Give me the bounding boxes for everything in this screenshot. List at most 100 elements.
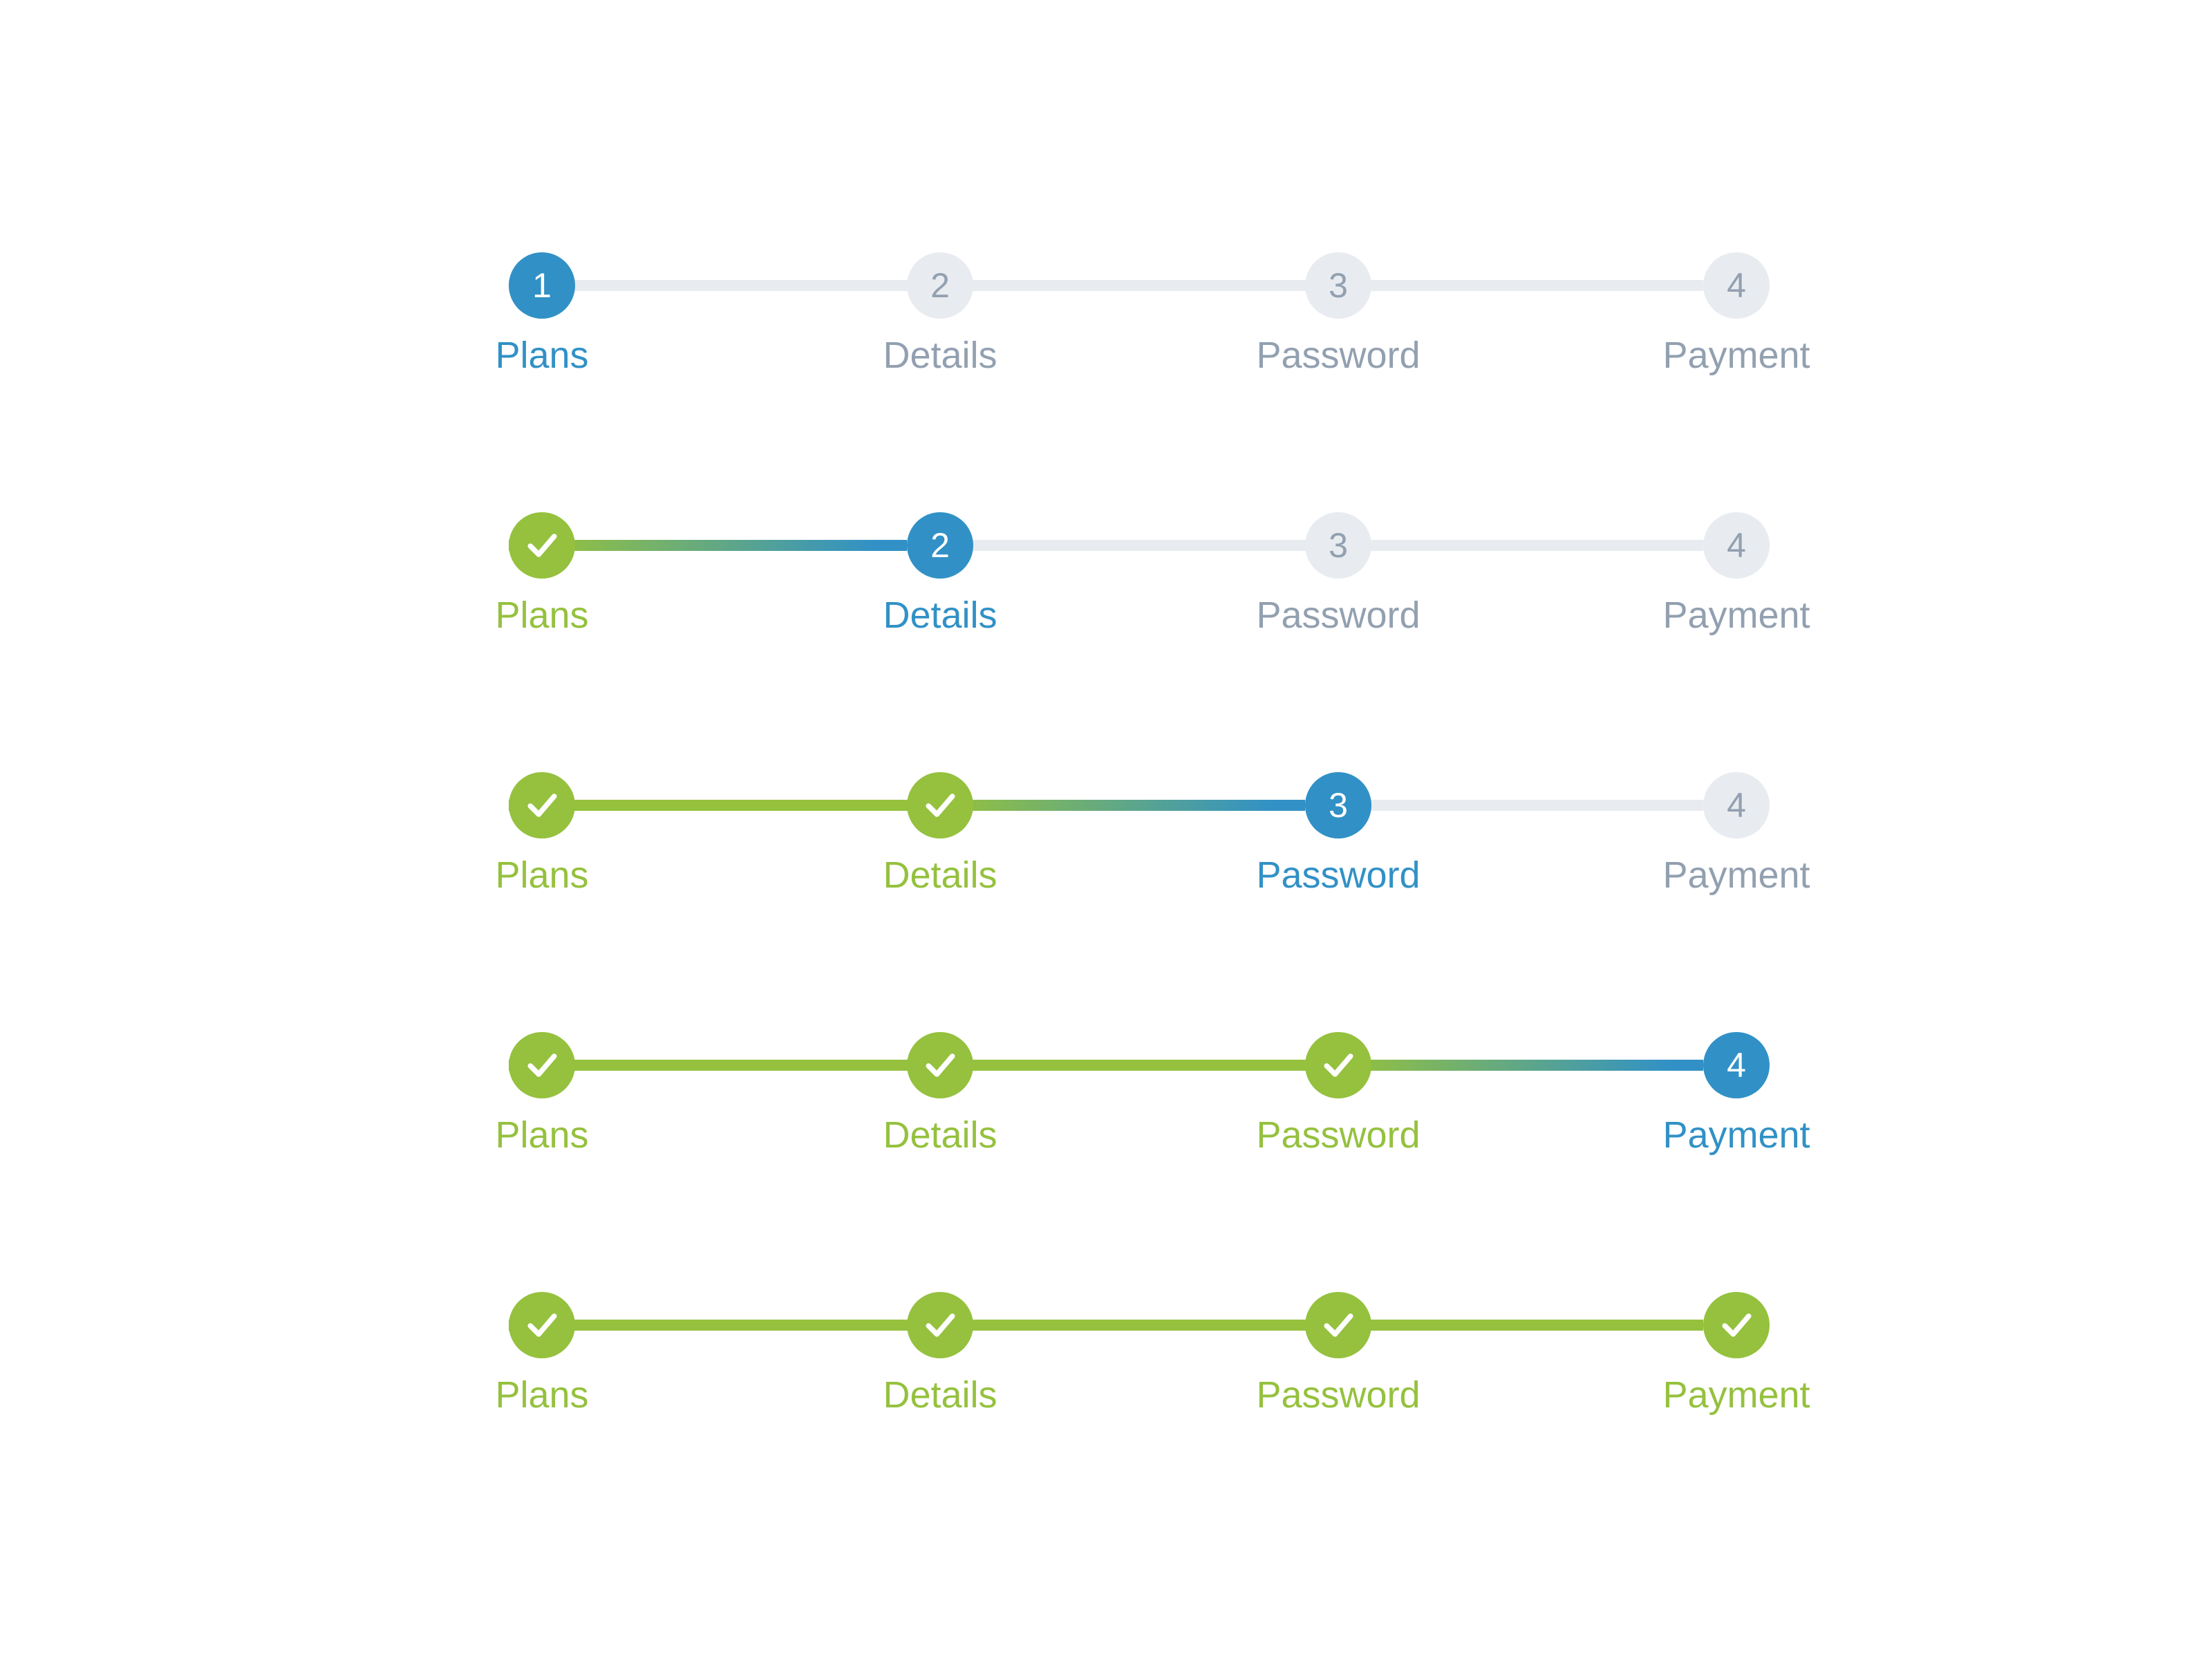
check-circle xyxy=(907,1292,973,1358)
check-icon xyxy=(527,534,557,557)
step-label: Plans xyxy=(495,1374,589,1416)
step-number: 2 xyxy=(930,266,950,305)
step-plans[interactable]: Plans xyxy=(404,1032,680,1156)
check-icon xyxy=(527,1313,557,1337)
step-details[interactable]: Details xyxy=(802,1032,1078,1156)
step-label: Payment xyxy=(1662,335,1810,376)
step-circle: 4 xyxy=(1703,1032,1770,1098)
step-number: 1 xyxy=(532,266,552,305)
step-label: Details xyxy=(883,1374,997,1416)
check-icon xyxy=(926,1053,955,1077)
step-number: 3 xyxy=(1329,526,1348,565)
step-password[interactable]: Password xyxy=(1200,1032,1477,1156)
step-plans[interactable]: Plans xyxy=(404,1292,680,1416)
step-label: Plans xyxy=(495,1114,589,1156)
step-label: Plans xyxy=(495,335,589,376)
check-circle xyxy=(907,772,973,838)
step-label: Payment xyxy=(1662,1114,1810,1156)
step-circle: 3 xyxy=(1305,512,1371,579)
check-circle xyxy=(509,1032,575,1098)
step-label: Password xyxy=(1256,854,1421,896)
step-label: Details xyxy=(883,335,997,376)
step-label: Details xyxy=(883,1114,997,1156)
step-circle: 4 xyxy=(1703,772,1770,838)
check-circle xyxy=(509,1292,575,1358)
step-label: Details xyxy=(883,854,997,896)
step-circle: 2 xyxy=(907,512,973,579)
step-label: Payment xyxy=(1662,1374,1810,1416)
step-password[interactable]: Password xyxy=(1200,1292,1477,1416)
connector-upcoming xyxy=(1305,540,1703,551)
step-circle: 3 xyxy=(1305,252,1371,319)
step-label: Details xyxy=(883,594,997,636)
step-number: 4 xyxy=(1727,1046,1746,1085)
connector-completed xyxy=(509,1320,907,1331)
step-number: 4 xyxy=(1727,266,1746,305)
connector-completed xyxy=(509,800,907,811)
step-label: Password xyxy=(1256,1114,1421,1156)
connector-completed-to-active xyxy=(509,540,907,551)
step-number: 3 xyxy=(1329,266,1348,305)
connector-completed xyxy=(907,1320,1305,1331)
step-circle: 1 xyxy=(509,252,575,319)
step-label: Password xyxy=(1256,1374,1421,1416)
check-icon xyxy=(926,1313,955,1337)
step-label: Plans xyxy=(495,594,589,636)
check-icon xyxy=(1324,1313,1353,1337)
check-circle xyxy=(509,772,575,838)
check-circle xyxy=(1305,1032,1371,1098)
step-plans[interactable]: Plans xyxy=(404,772,680,896)
step-number: 4 xyxy=(1727,526,1746,565)
connector-completed-to-active xyxy=(907,800,1305,811)
step-number: 4 xyxy=(1727,786,1746,825)
step-label: Payment xyxy=(1662,854,1810,896)
check-icon xyxy=(926,794,955,817)
step-circle: 4 xyxy=(1703,252,1770,319)
check-icon xyxy=(527,1053,557,1077)
check-icon xyxy=(1324,1053,1353,1077)
connector-completed xyxy=(509,1060,907,1071)
connector-upcoming xyxy=(1305,280,1703,291)
step-number: 3 xyxy=(1329,786,1348,825)
check-icon xyxy=(527,794,557,817)
connector-upcoming xyxy=(509,280,907,291)
connector-upcoming xyxy=(907,280,1305,291)
connector-upcoming xyxy=(907,540,1305,551)
connector-completed xyxy=(907,1060,1305,1071)
stepper-all-complete: Plans Details Password Payment xyxy=(495,1292,1810,1423)
connector-upcoming xyxy=(1305,800,1703,811)
step-circle: 4 xyxy=(1703,512,1770,579)
check-circle xyxy=(1305,1292,1371,1358)
step-label: Password xyxy=(1256,594,1421,636)
step-circle: 3 xyxy=(1305,772,1371,838)
step-details[interactable]: Details xyxy=(802,1292,1078,1416)
step-number: 2 xyxy=(930,526,950,565)
connector-completed xyxy=(1305,1320,1703,1331)
check-circle xyxy=(907,1032,973,1098)
step-circle: 2 xyxy=(907,252,973,319)
step-payment[interactable]: Payment xyxy=(1598,1292,1875,1416)
step-plans[interactable]: Plans xyxy=(404,512,680,636)
connector-completed-to-active xyxy=(1305,1060,1703,1071)
step-label: Password xyxy=(1256,335,1421,376)
step-details[interactable]: Details xyxy=(802,772,1078,896)
